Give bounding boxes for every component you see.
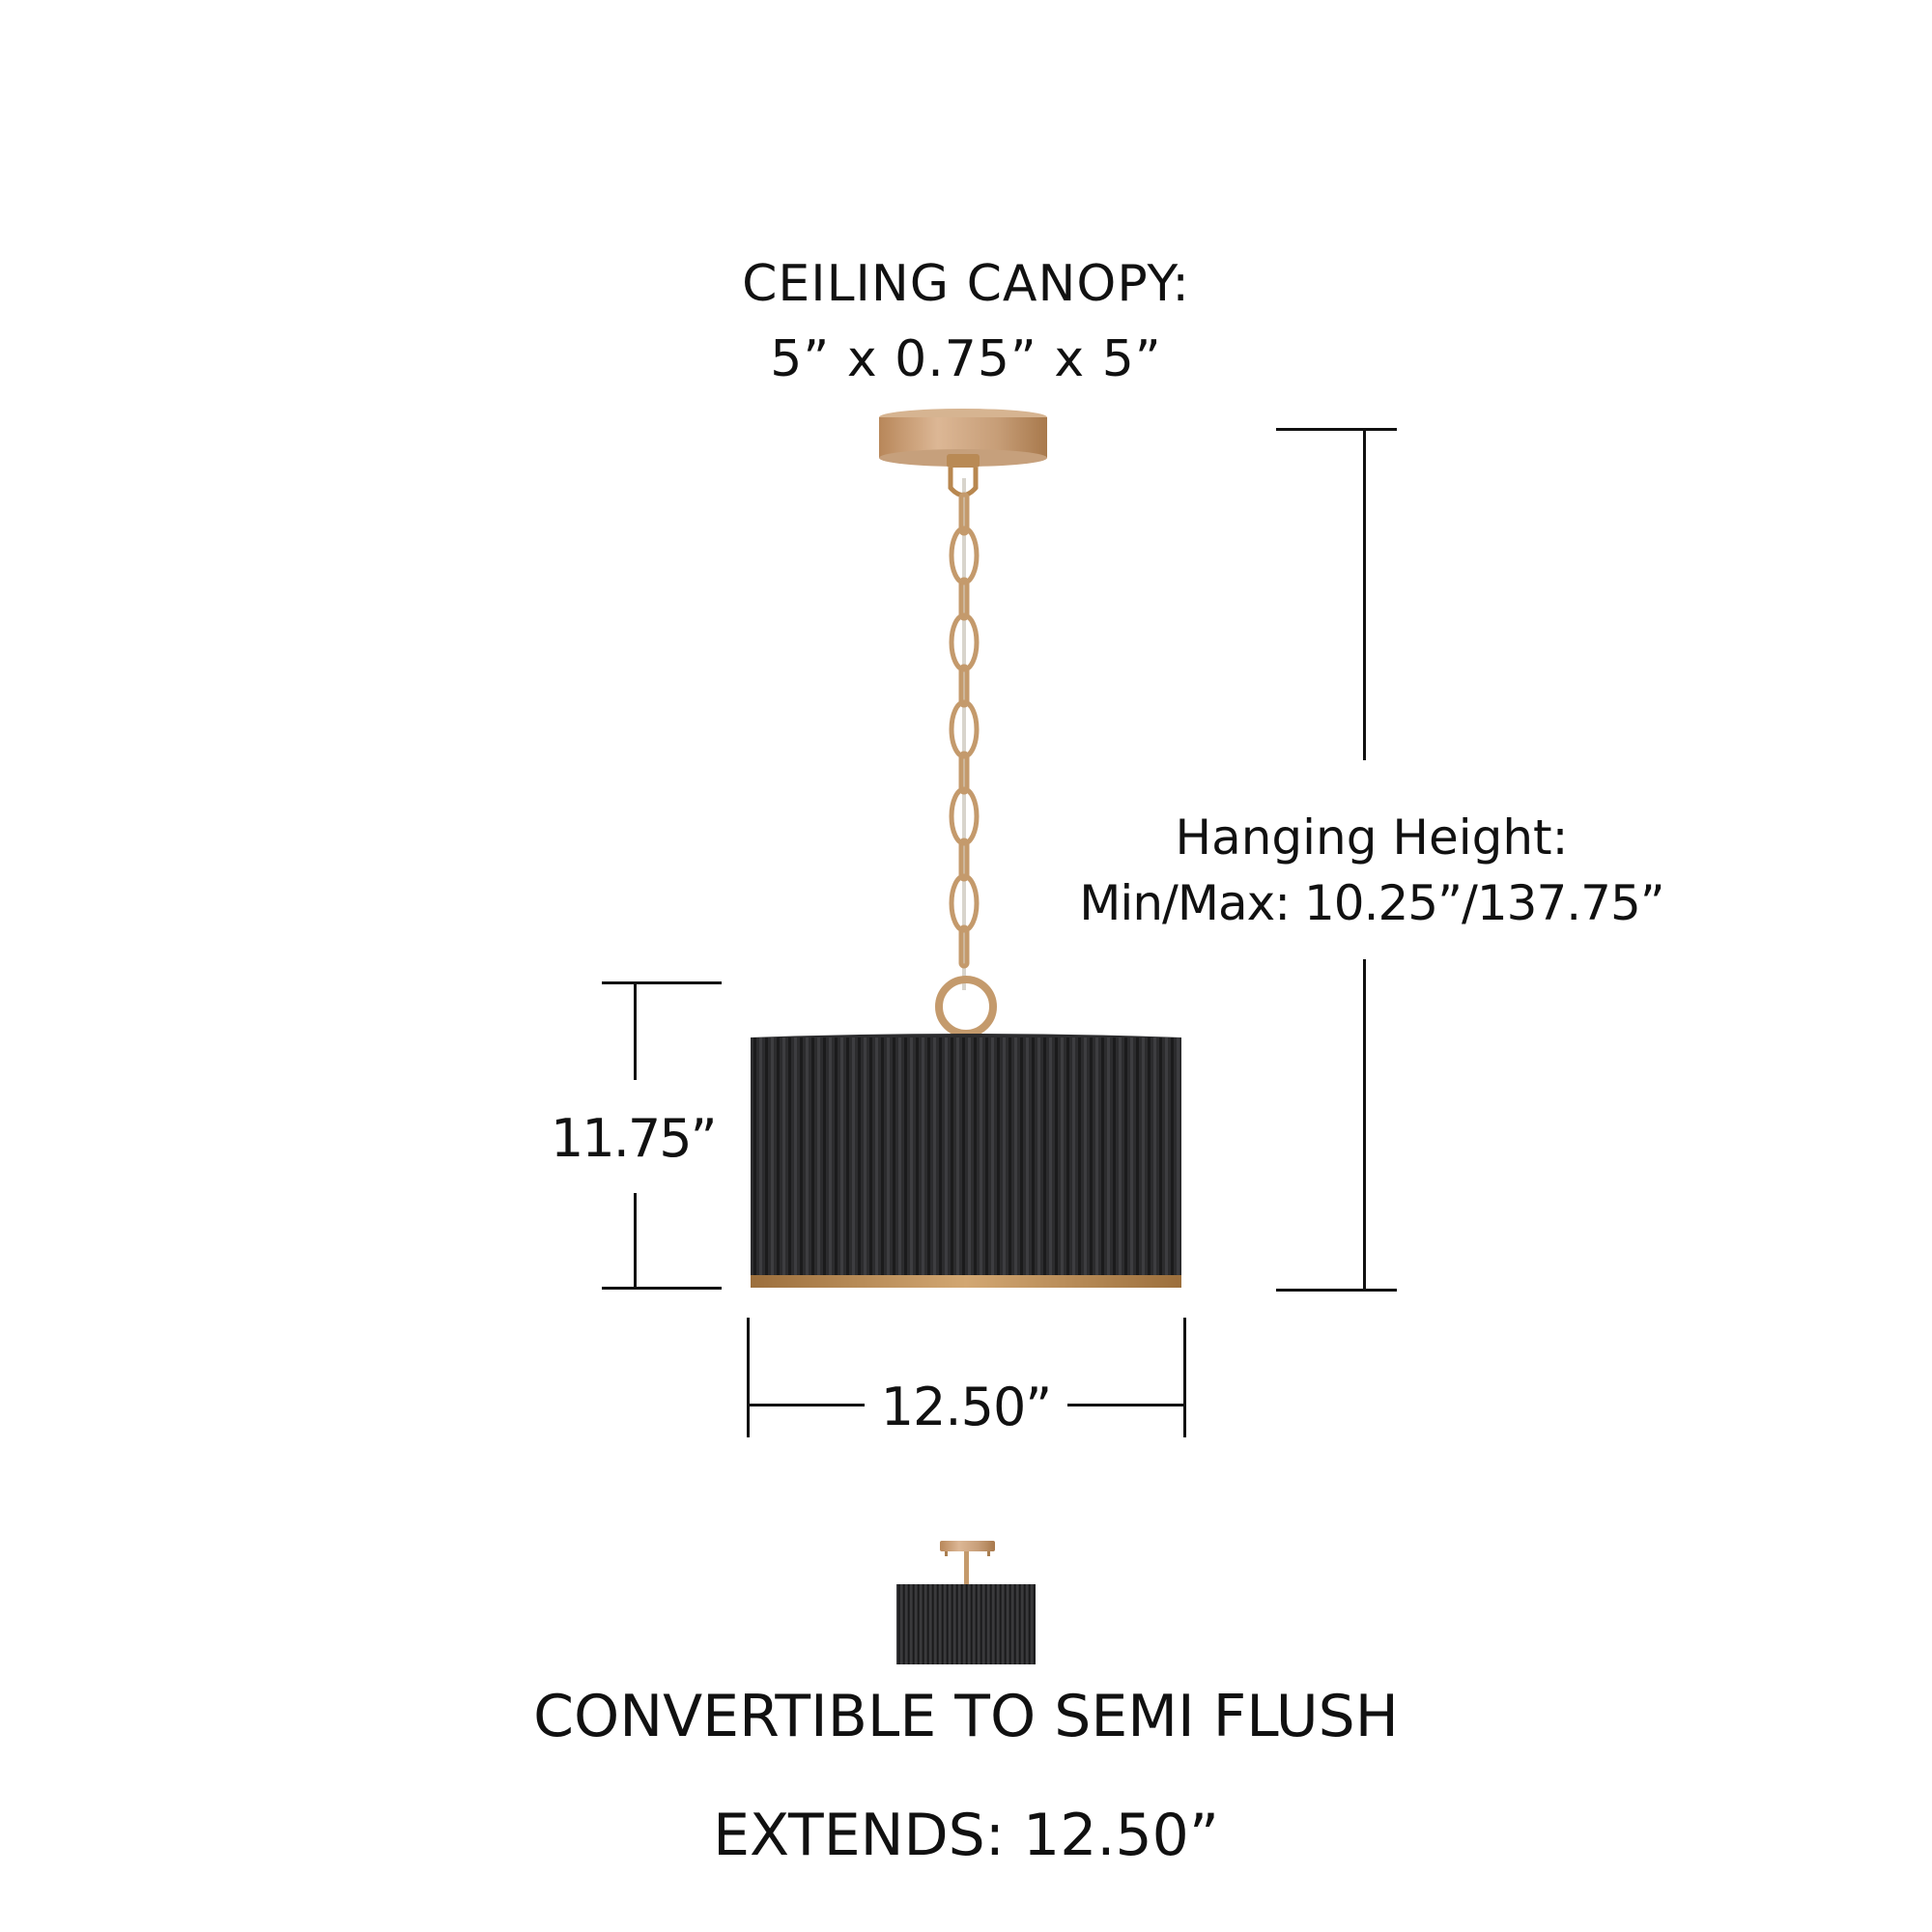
shade-height-bottom-tick xyxy=(602,1287,722,1290)
hanging-chain xyxy=(949,478,980,990)
drum-shade xyxy=(751,1034,1181,1288)
shade-height-upper-line xyxy=(634,983,637,1080)
semi-flush-thumbnail xyxy=(896,1541,1036,1664)
canopy-label-line2: 5” x 0.75” x 5” xyxy=(770,330,1162,388)
hanging-height-label-line1: Hanging Height: xyxy=(1175,810,1569,866)
width-left-line xyxy=(748,1404,865,1406)
hanging-height-upper-line xyxy=(1363,429,1366,760)
shade-height-top-tick xyxy=(602,981,722,984)
canopy-label-line1: CEILING CANOPY: xyxy=(742,255,1190,313)
width-right-line xyxy=(1067,1404,1184,1406)
width-label: 12.50” xyxy=(880,1377,1053,1437)
hanging-height-bottom-tick xyxy=(1276,1289,1397,1292)
shade-height-lower-line xyxy=(634,1193,637,1288)
width-right-tick xyxy=(1183,1318,1186,1437)
semi-flush-label-line2: EXTENDS: 12.50” xyxy=(713,1802,1219,1869)
width-left-tick xyxy=(747,1318,750,1437)
shade-height-label: 11.75” xyxy=(551,1108,718,1169)
ceiling-canopy xyxy=(879,409,1047,497)
hanging-height-label-line2: Min/Max: 10.25”/137.75” xyxy=(1079,875,1664,931)
hanging-height-top-tick xyxy=(1276,428,1397,431)
semi-flush-label-line1: CONVERTIBLE TO SEMI FLUSH xyxy=(533,1683,1399,1750)
hanging-height-lower-line xyxy=(1363,959,1366,1290)
